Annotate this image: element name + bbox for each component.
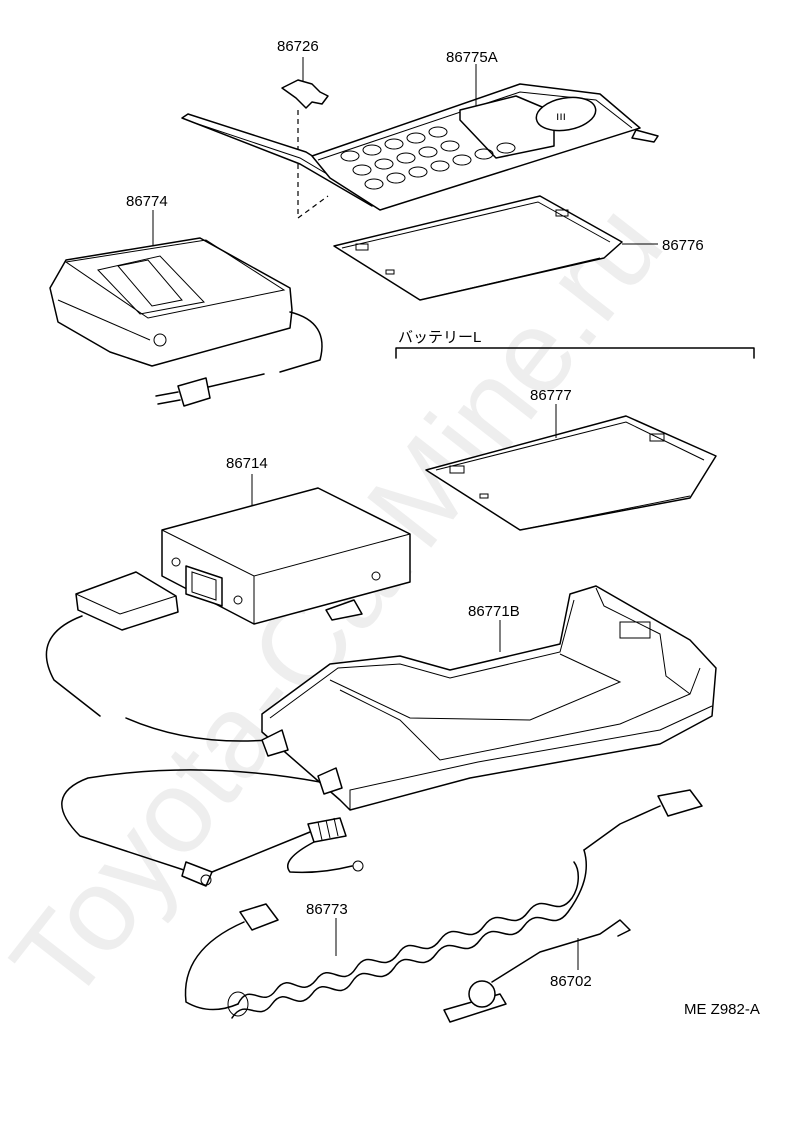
power-lead <box>61 769 364 887</box>
part-86771B-cradle[interactable] <box>261 585 717 811</box>
diagram-code: ME Z982-A <box>684 1001 760 1018</box>
part-86774-charger[interactable] <box>49 237 323 407</box>
part-86777-battery-l[interactable] <box>425 415 717 531</box>
part-86773-coiled-cord[interactable] <box>184 789 703 1019</box>
battery-l-bracket <box>395 347 755 359</box>
part-86702-microphone[interactable] <box>443 919 631 1023</box>
svg-text:ııı: ııı <box>556 109 566 123</box>
part-86776-battery[interactable] <box>333 195 623 301</box>
label-86774: 86774 <box>126 193 168 210</box>
label-86726: 86726 <box>277 38 319 55</box>
label-86771B: 86771B <box>468 603 520 620</box>
label-86702: 86702 <box>550 973 592 990</box>
keypad <box>340 126 516 190</box>
label-86714: 86714 <box>226 455 268 472</box>
part-86714-control-box[interactable] <box>161 487 411 625</box>
part-86775A-handset[interactable]: ııı <box>181 83 659 211</box>
label-86776: 86776 <box>662 237 704 254</box>
control-box-cable <box>45 571 269 742</box>
battery-l-label: バッテリーL <box>398 329 481 346</box>
label-86775A: 86775A <box>446 49 498 66</box>
label-86777: 86777 <box>530 387 572 404</box>
label-86773: 86773 <box>306 901 348 918</box>
